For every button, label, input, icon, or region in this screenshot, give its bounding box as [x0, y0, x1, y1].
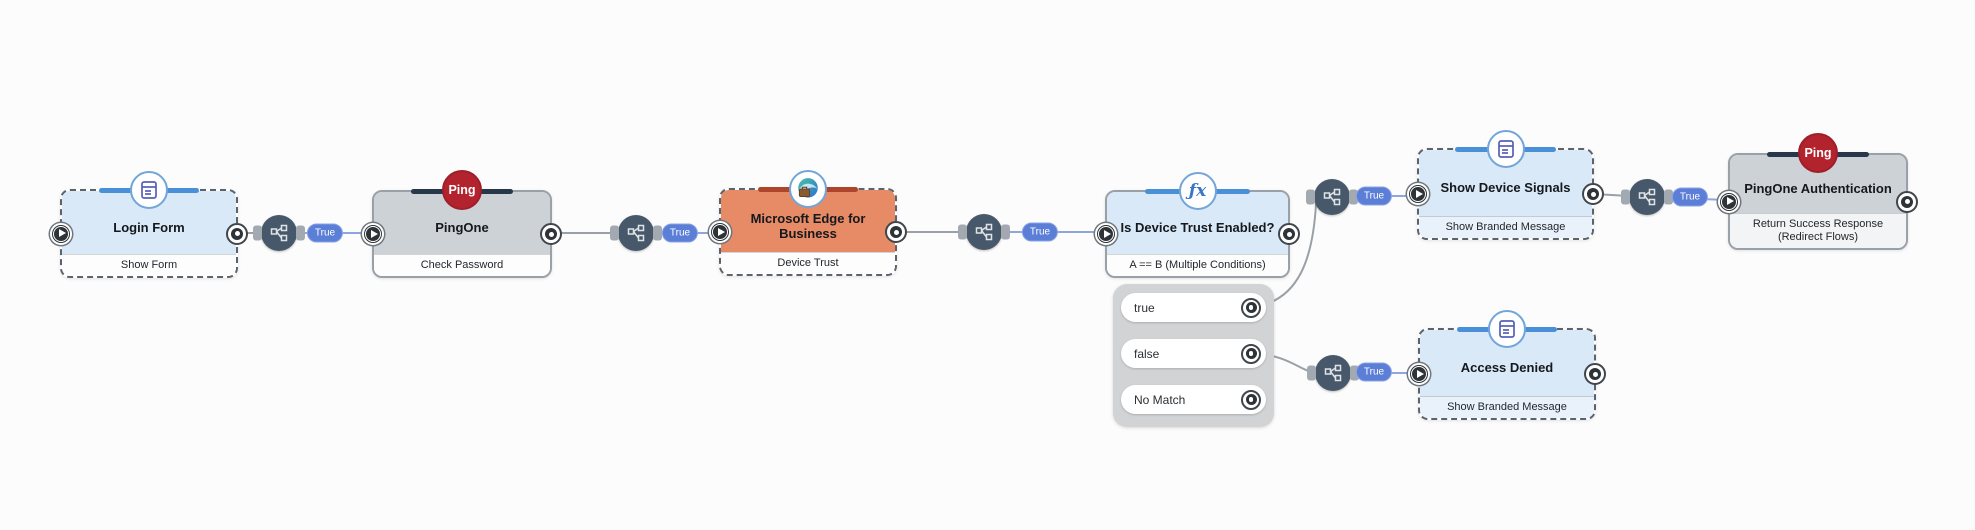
branch-option-label: true — [1134, 300, 1155, 315]
node-microsoft-edge-for-business[interactable]: Microsoft Edge for Business Device Trust — [709, 170, 907, 276]
output-port[interactable] — [885, 221, 907, 243]
edge-label[interactable]: True — [1021, 222, 1059, 242]
ping-logo-text: Ping — [1804, 146, 1832, 160]
flow-connector-icon[interactable] — [618, 215, 654, 251]
ping-logo-text: Ping — [448, 183, 476, 197]
node-title: Is Device Trust Enabled? — [1120, 220, 1275, 236]
node-title: PingOne Authentication — [1744, 181, 1892, 197]
input-port[interactable] — [709, 221, 731, 243]
input-port[interactable] — [1095, 223, 1117, 245]
edge-label[interactable]: True — [1671, 187, 1709, 207]
branch-output-port[interactable] — [1241, 297, 1261, 318]
branch-option-false[interactable]: false — [1121, 339, 1266, 368]
node-login-form[interactable]: Login Form Show Form — [50, 171, 248, 278]
function-icon: ƒx — [1178, 172, 1217, 210]
node-pingone-authentication[interactable]: Ping PingOne Authentication Return Succe… — [1718, 133, 1918, 250]
function-icon-text: ƒx — [1188, 181, 1207, 201]
node-title: Access Denied — [1460, 360, 1554, 376]
flow-connector-icon[interactable] — [1314, 179, 1350, 215]
output-port[interactable] — [1278, 223, 1300, 245]
flow-connector-icon[interactable] — [1315, 355, 1351, 391]
ping-logo: Ping — [442, 170, 482, 210]
node-subtitle: Device Trust — [777, 256, 839, 269]
node-subtitle: Return Success Response (Redirect Flows) — [1752, 217, 1884, 243]
flow-connector-icon[interactable] — [966, 214, 1002, 250]
branch-option-true[interactable]: true — [1121, 293, 1266, 322]
node-subtitle: Show Branded Message — [1447, 400, 1567, 413]
output-port[interactable] — [540, 223, 562, 245]
node-title: Microsoft Edge for Business — [750, 210, 866, 241]
edge-label[interactable]: True — [306, 223, 344, 243]
node-pingone[interactable]: Ping PingOne Check Password — [362, 170, 562, 278]
form-icon — [130, 171, 168, 209]
ping-logo: Ping — [1798, 133, 1838, 173]
output-port[interactable] — [1582, 183, 1604, 205]
branch-output-port[interactable] — [1241, 343, 1261, 364]
output-port[interactable] — [226, 222, 248, 245]
node-subtitle: A == B (Multiple Conditions) — [1129, 258, 1266, 271]
node-is-device-trust-enabled[interactable]: ƒx Is Device Trust Enabled? A == B (Mult… — [1095, 172, 1300, 278]
flow-connector-icon[interactable] — [261, 215, 297, 251]
input-port[interactable] — [1718, 190, 1740, 213]
output-port[interactable] — [1896, 190, 1918, 213]
branch-option-no-match[interactable]: No Match — [1121, 385, 1266, 414]
input-port[interactable] — [362, 223, 384, 245]
input-port[interactable] — [1407, 183, 1429, 205]
branch-option-label: No Match — [1134, 392, 1186, 407]
output-port[interactable] — [1584, 363, 1606, 385]
node-show-device-signals[interactable]: Show Device Signals Show Branded Message — [1407, 130, 1604, 240]
node-subtitle: Check Password — [420, 258, 504, 271]
input-port[interactable] — [1408, 363, 1430, 385]
branch-output-port[interactable] — [1241, 389, 1261, 410]
flow-connector-icon[interactable] — [1629, 179, 1665, 215]
edge-label[interactable]: True — [1355, 362, 1393, 382]
edge-label[interactable]: True — [661, 223, 699, 243]
edge-label[interactable]: True — [1355, 186, 1393, 206]
form-icon — [1486, 130, 1525, 168]
node-subtitle: Show Form — [120, 258, 178, 271]
node-title: Login Form — [113, 219, 185, 235]
node-subtitle: Show Branded Message — [1445, 220, 1566, 233]
node-title: Show Device Signals — [1440, 180, 1571, 196]
branch-option-label: false — [1134, 346, 1160, 361]
node-access-denied[interactable]: Access Denied Show Branded Message — [1408, 310, 1606, 420]
node-title: PingOne — [435, 220, 489, 236]
form-icon — [1488, 310, 1526, 348]
input-port[interactable] — [50, 222, 72, 245]
branch-options-panel: true false No Match — [1113, 284, 1274, 427]
edge-for-business-icon — [789, 170, 827, 208]
